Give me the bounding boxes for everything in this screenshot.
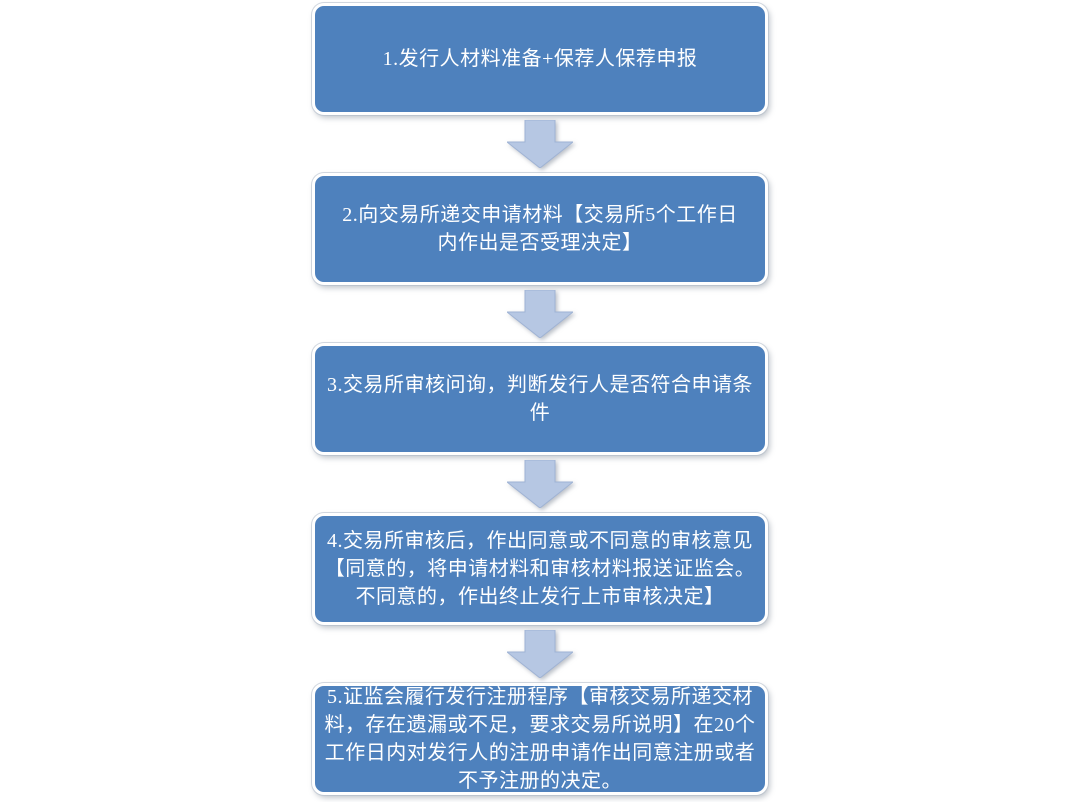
down-arrow-icon	[507, 115, 573, 173]
flow-step-2-label: 2.向交易所递交申请材料【交易所5个工作日 内作出是否受理决定】	[342, 204, 738, 254]
flow-step-3-label: 3.交易所审核问询，判断发行人是否符合申请条 件	[327, 374, 753, 424]
flow-step-4-label: 4.交易所审核后，作出同意或不同意的审核意见 【同意的，将申请材料和审核材料报送…	[324, 530, 756, 608]
flow-step-4: 4.交易所审核后，作出同意或不同意的审核意见 【同意的，将申请材料和审核材料报送…	[312, 513, 768, 625]
flow-step-5-label: 5.证监会履行发行注册程序【审核交易所递交材 料，存在遗漏或不足，要求交易所说明…	[324, 686, 756, 792]
flow-step-5: 5.证监会履行发行注册程序【审核交易所递交材 料，存在遗漏或不足，要求交易所说明…	[312, 683, 768, 795]
down-arrow-icon	[507, 455, 573, 513]
flow-step-3: 3.交易所审核问询，判断发行人是否符合申请条 件	[312, 343, 768, 455]
down-arrow-icon	[507, 285, 573, 343]
down-arrow-icon	[507, 625, 573, 683]
flow-step-1-label: 1.发行人材料准备+保荐人保荐申报	[382, 48, 698, 70]
flow-step-2: 2.向交易所递交申请材料【交易所5个工作日 内作出是否受理决定】	[312, 173, 768, 285]
flow-step-1: 1.发行人材料准备+保荐人保荐申报	[312, 3, 768, 115]
